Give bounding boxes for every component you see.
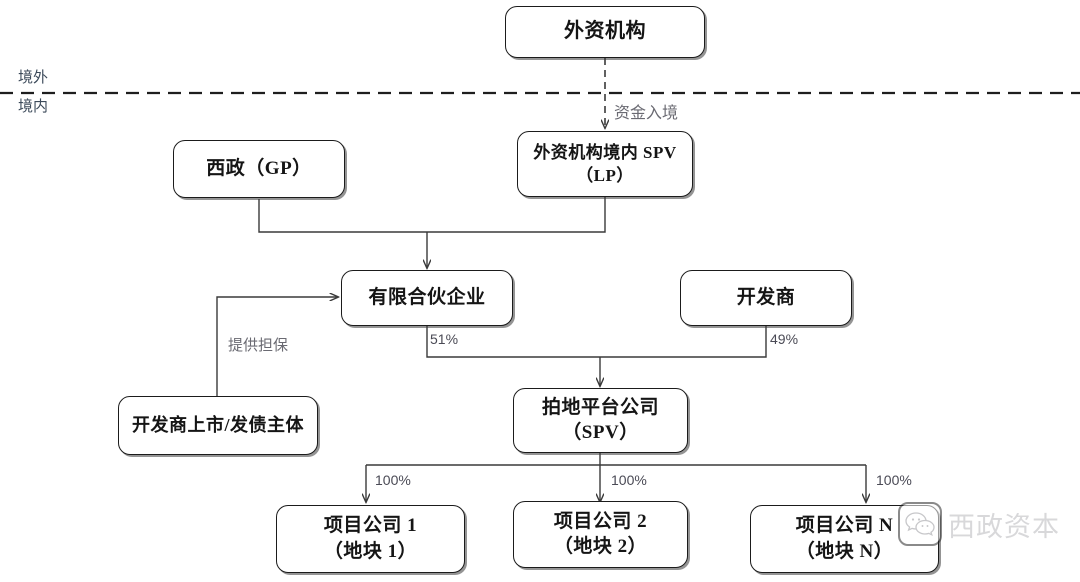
- node-onshore-spv[interactable]: 外资机构境内 SPV （LP）: [517, 131, 693, 197]
- node-project-company-1-label-line2: （地块 1）: [323, 540, 418, 562]
- node-land-platform-spv-label-line2: （SPV）: [562, 422, 639, 443]
- node-land-platform-spv[interactable]: 拍地平台公司 （SPV）: [513, 388, 688, 453]
- node-project-company-n-label-line1: 项目公司 N: [795, 515, 894, 537]
- watermark-text: 西政资本: [948, 511, 1060, 542]
- watermark: 西政资本: [898, 502, 1060, 546]
- node-developer-listed-entity-label: 开发商上市/发债主体: [131, 414, 304, 435]
- edge-label-projectn-share: 100%: [876, 472, 912, 488]
- node-project-company-2-label-line2: （地块 2）: [553, 536, 648, 557]
- node-limited-partnership[interactable]: 有限合伙企业: [341, 270, 513, 326]
- node-onshore-spv-label-line2: （LP）: [576, 165, 634, 185]
- node-project-company-1-label-line1: 项目公司 1: [323, 515, 418, 537]
- node-land-platform-spv-label-line1: 拍地平台公司: [541, 396, 659, 418]
- node-xizheng-gp[interactable]: 西政（GP）: [173, 140, 345, 198]
- edge-lp-to-partnership: [427, 197, 606, 233]
- node-project-company-n-label-line2: （地块 N）: [795, 540, 894, 562]
- node-project-company-2-label-line1: 项目公司 2: [553, 510, 648, 532]
- region-label-onshore: 境内: [18, 99, 49, 115]
- region-label-offshore: 境外: [18, 70, 49, 86]
- wechat-icon: [898, 502, 942, 546]
- node-developer-listed-entity[interactable]: 开发商上市/发债主体: [118, 396, 318, 455]
- edge-label-project2-share: 100%: [611, 472, 647, 488]
- edge-label-capital-inflow: 资金入境: [614, 105, 679, 122]
- node-foreign-institution-label: 外资机构: [564, 20, 646, 43]
- edge-gp-to-partnership: [258, 199, 427, 233]
- edge-label-project1-share: 100%: [375, 472, 411, 488]
- edge-developer-49: [600, 326, 767, 358]
- edge-label-lp-share: 51%: [430, 331, 459, 347]
- edge-label-developer-share: 49%: [770, 331, 799, 347]
- node-onshore-spv-label-line1: 外资机构境内 SPV: [533, 142, 677, 162]
- node-foreign-institution[interactable]: 外资机构: [505, 6, 705, 58]
- edge-label-provide-guarantee: 提供担保: [228, 338, 289, 354]
- node-xizheng-gp-label: 西政（GP）: [206, 157, 312, 179]
- node-developer-label: 开发商: [736, 286, 796, 308]
- node-developer[interactable]: 开发商: [680, 270, 852, 326]
- node-project-company-1[interactable]: 项目公司 1 （地块 1）: [276, 505, 465, 573]
- node-limited-partnership-label: 有限合伙企业: [368, 286, 486, 308]
- node-project-company-2[interactable]: 项目公司 2 （地块 2）: [513, 501, 688, 568]
